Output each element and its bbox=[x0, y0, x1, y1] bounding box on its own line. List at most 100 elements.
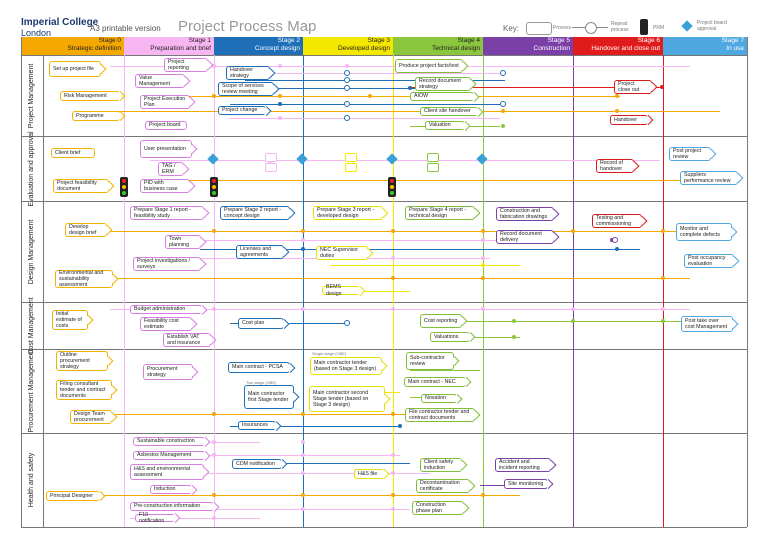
process-prepare-stage-1-report-feasibility-study[interactable]: Prepare Stage 1 report - feasibility stu… bbox=[130, 206, 204, 220]
process-pre-construction-information[interactable]: Pre-construction information bbox=[130, 502, 214, 511]
process-novation[interactable]: Novation bbox=[421, 394, 457, 403]
process-cost-plan[interactable]: Cost plan bbox=[238, 318, 284, 329]
flow-node bbox=[301, 440, 305, 444]
process-main-contract-pcsa[interactable]: Main contract - PCSA bbox=[228, 362, 290, 373]
process-accident-and-incident-reporting[interactable]: Accident and incident reporting bbox=[495, 458, 551, 472]
process-record-document-delivery[interactable]: Record document delivery bbox=[496, 230, 554, 244]
process-handover-strategy[interactable]: Handover strategy bbox=[226, 66, 270, 80]
process-project-execution-plan[interactable]: Project Execution Plan bbox=[140, 95, 190, 109]
process-principal-designer[interactable]: Principal Designer bbox=[46, 491, 100, 501]
process-construction-phase-plan[interactable]: Construction phase plan bbox=[412, 501, 464, 515]
flow-node bbox=[301, 307, 305, 311]
process-prepare-stage-3-report-developed-design[interactable]: Prepare Stage 3 report - developed desig… bbox=[313, 206, 383, 220]
process-bems-design[interactable]: BEMS design bbox=[322, 284, 360, 297]
process-testing-and-commissioning[interactable]: Testing and commissioning bbox=[592, 214, 642, 228]
stage-number: Stage 7 bbox=[721, 37, 744, 44]
flow-node bbox=[391, 493, 395, 497]
flow-node bbox=[278, 116, 282, 120]
process-produce-project-facts-text[interactable]: Produce project facts/text bbox=[395, 59, 463, 73]
process-programme[interactable]: Programme bbox=[72, 111, 120, 121]
process-project-change[interactable]: Project change bbox=[218, 106, 266, 115]
process-post-take-over-cost-management[interactable]: Post take over cost Management bbox=[681, 316, 733, 332]
process-decontamination-certificate[interactable]: Decontamination certificate bbox=[416, 479, 470, 493]
flow-line bbox=[480, 485, 520, 486]
stage-divider bbox=[573, 55, 574, 527]
process-initial-estimate-of-costs[interactable]: Initial estimate of costs bbox=[52, 310, 88, 330]
process-insurances[interactable]: Insurances bbox=[238, 421, 276, 430]
process-induction[interactable]: Induction bbox=[150, 485, 192, 494]
process-post-occupancy-evaluation[interactable]: Post occupancy evaluation bbox=[684, 254, 734, 268]
flow-node bbox=[615, 109, 619, 113]
process-risk-management[interactable]: Risk Management bbox=[60, 91, 120, 101]
process-sustainable-construction[interactable]: Sustainable construction bbox=[133, 437, 205, 446]
process-prepare-stage-4-report-technical-design[interactable]: Prepare Stage 4 report - technical desig… bbox=[405, 206, 475, 220]
process-value-management[interactable]: Value Management bbox=[135, 74, 185, 88]
process-cdm-notification[interactable]: CDM notification bbox=[232, 459, 282, 469]
process-establish-vat-and-insurance[interactable]: Establish VAT and insurance bbox=[163, 333, 211, 347]
flow-node bbox=[512, 319, 516, 323]
process-design-team-procurement[interactable]: Design Team procurement bbox=[70, 410, 112, 424]
process-set-up-project-file[interactable]: Set up project file bbox=[49, 61, 101, 77]
process-project-board[interactable]: Project board bbox=[145, 121, 187, 130]
process-licenses-and-agreements[interactable]: Licenses and agreements bbox=[236, 245, 284, 259]
process-outline-procurement-strategy[interactable]: Outline procurement strategy bbox=[56, 351, 108, 371]
process-tag-erm[interactable]: TAG / ERM bbox=[158, 162, 184, 176]
process-suppliers-performance-review[interactable]: Suppliers performance review bbox=[680, 171, 738, 185]
process-valuation[interactable]: Valuation bbox=[425, 121, 465, 130]
process-cost-reporting[interactable]: Cost reporting bbox=[420, 314, 462, 328]
process-main-contract-nec[interactable]: Main contract - NEC bbox=[404, 377, 466, 387]
process-filing-consultant-tender-and-contract-documents[interactable]: Filing consultant tender and contract do… bbox=[56, 380, 112, 400]
process-post-project-review[interactable]: Post project review bbox=[669, 147, 711, 161]
process-sub-contractor-review[interactable]: Sub-contractor review bbox=[406, 352, 454, 370]
process-scope-of-services-review-meeting[interactable]: Scope of services review meeting bbox=[218, 82, 274, 96]
flow-node bbox=[481, 238, 485, 242]
process-monitor-and-complete-defects[interactable]: Monitor and complete defects bbox=[676, 223, 732, 241]
process-record-of-handover[interactable]: Record of handover bbox=[596, 159, 634, 173]
lane-0 bbox=[21, 55, 747, 136]
process-main-contractor-second-stage-tender-based-on-stage-3-design[interactable]: Main contractor second Stage tender (bas… bbox=[309, 386, 385, 412]
process-h-s-and-environmental-assessment[interactable]: H&S and environmental assessment bbox=[130, 464, 204, 480]
process-client-site-handover[interactable]: Client site handover bbox=[420, 107, 478, 116]
process-project-close-out[interactable]: Project close out bbox=[614, 80, 652, 94]
process-valuations[interactable]: Valuations bbox=[430, 332, 470, 342]
lane-bottom-border bbox=[21, 527, 747, 528]
process-feasibility-cost-estimate[interactable]: Feasibility cost estimate bbox=[140, 317, 192, 331]
flow-node bbox=[398, 424, 402, 428]
process-construction-and-fabrication-drawings[interactable]: Construction and fabrication drawings bbox=[496, 207, 554, 221]
flow-line bbox=[230, 426, 400, 427]
process-budget-administration[interactable]: Budget administration bbox=[130, 305, 202, 314]
process-client-safety-induction[interactable]: Client safety induction bbox=[420, 458, 462, 472]
process-main-contractor-tender-based-on-stage-3-design[interactable]: Main contractor tender (based on Stage 3… bbox=[310, 357, 382, 375]
stage-divider bbox=[303, 55, 304, 527]
process-prepare-stage-2-report-concept-design[interactable]: Prepare Stage 2 report - concept design bbox=[220, 206, 290, 220]
process-f10-notification[interactable]: F10 notification bbox=[135, 512, 175, 524]
flow-node bbox=[301, 453, 305, 457]
process-develop-design-brief[interactable]: Develop design brief bbox=[65, 223, 107, 237]
process-project-feasibility-document[interactable]: Project feasibility document bbox=[53, 179, 109, 193]
process-nec-supervisor-duties[interactable]: NEC Supervisor duties bbox=[316, 246, 368, 260]
process-file-contractor-tender-and-contract-documents[interactable]: File contractor tender and contract docu… bbox=[405, 408, 475, 422]
repeat-process-node bbox=[344, 101, 350, 107]
process-user-presentation[interactable]: User presentation bbox=[140, 140, 192, 158]
key-repeat-label: Repeat process bbox=[611, 21, 629, 33]
flow-node bbox=[212, 64, 216, 68]
process-handover[interactable]: Handover bbox=[610, 115, 648, 125]
process-site-monitoring[interactable]: Site monitoring bbox=[504, 479, 548, 489]
flow-node bbox=[571, 319, 575, 323]
process-pid-with-business-case[interactable]: PID with business case bbox=[140, 179, 190, 193]
process-client-brief[interactable]: Client brief bbox=[51, 148, 95, 158]
process-project-investigations-surveys[interactable]: Project investigations / surveys bbox=[133, 257, 201, 271]
process-record-document-strategy[interactable]: Record document strategy bbox=[415, 77, 471, 91]
process-environmental-and-sustainability-assessment[interactable]: Environmental and sustainability assessm… bbox=[55, 270, 113, 288]
process-aiow[interactable]: AIOW bbox=[410, 92, 474, 101]
process-h-s-file[interactable]: H&S file bbox=[354, 469, 384, 479]
process-procurement-strategy[interactable]: Procurement strategy bbox=[143, 364, 193, 380]
process-town-planning[interactable]: Town planning bbox=[165, 235, 201, 249]
process-project-reporting[interactable]: Project reporting bbox=[164, 58, 208, 72]
printable-version-label: A3 printable version bbox=[90, 24, 161, 33]
process-asbestos-management[interactable]: Asbestos Management bbox=[133, 451, 205, 460]
key-process-label: Process bbox=[553, 25, 572, 31]
process-main-contractor-first-stage-tender[interactable]: Main contractor first Stage tender bbox=[244, 385, 294, 409]
